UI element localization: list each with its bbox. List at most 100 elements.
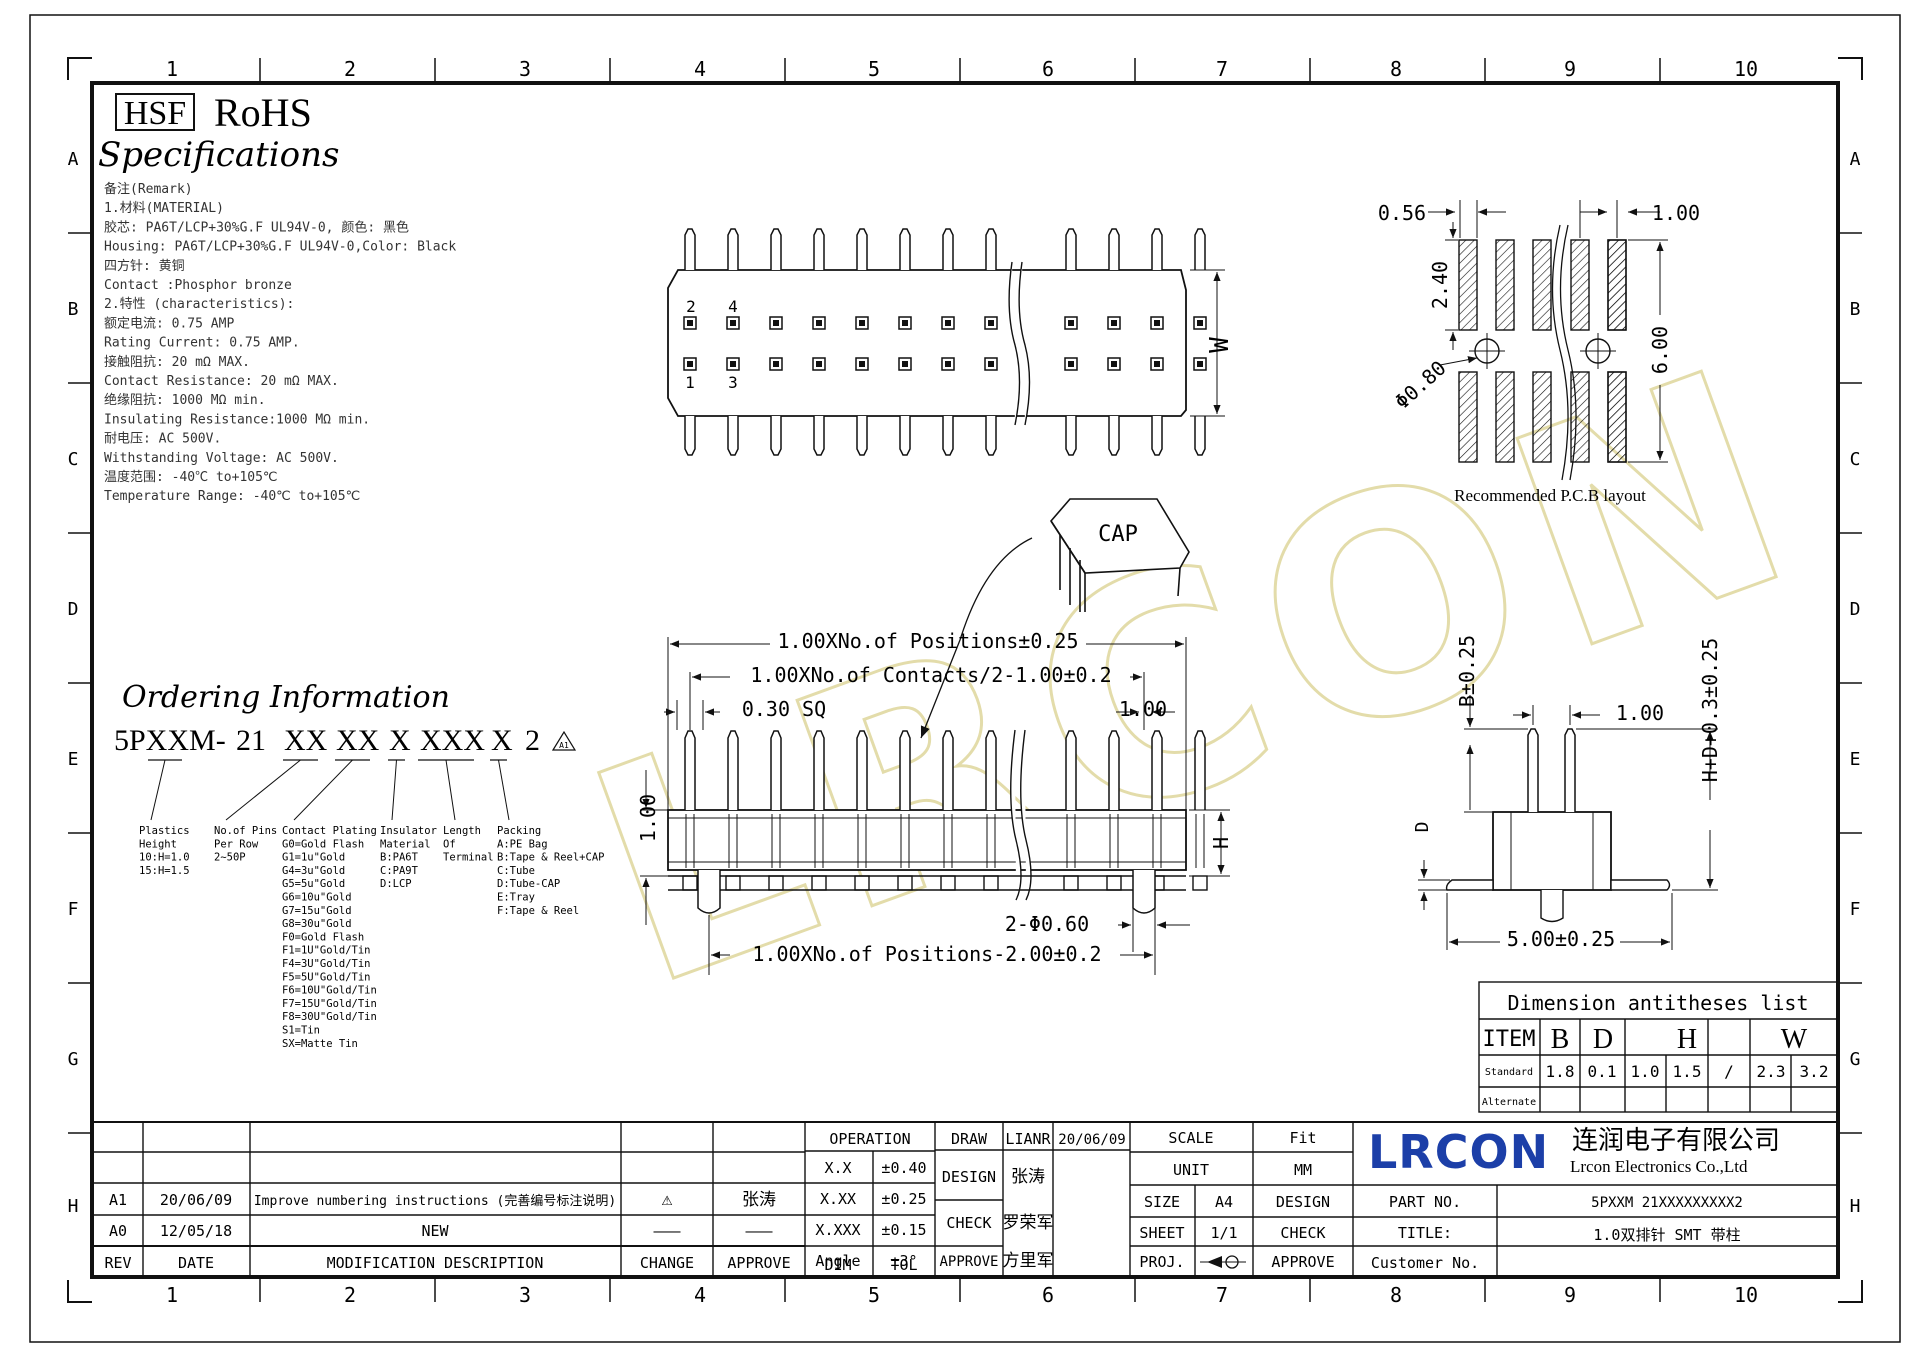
remark-line: Rating Current: 0.75 AMP.: [104, 336, 300, 351]
pcb-dim-100: 1.00: [1652, 201, 1700, 225]
side-dim-b: B±0.25: [1455, 635, 1479, 707]
top-pin-square-core: [1197, 361, 1203, 367]
top-pin-square-core: [859, 320, 865, 326]
tb-title-block-approve-name: 方里军: [1003, 1251, 1054, 1271]
pcb-pad-top: [1495, 239, 1515, 331]
ordering-desc-line: G0=Gold Flash: [282, 838, 364, 850]
tb-title-block-check2: CHECK: [1280, 1224, 1325, 1242]
tb-title-block-revisions-1-rev: A0: [109, 1222, 127, 1240]
dim-front-pitch: 1.00: [1119, 697, 1167, 721]
inner-border: [90, 81, 1840, 1279]
ordering-desc-line: Material: [380, 838, 431, 850]
tb-title-block-revisions-1-approve: ———: [745, 1222, 773, 1240]
ordering-desc-line: Height: [139, 838, 177, 850]
top-pin-4: 4: [728, 297, 738, 316]
top-pin-square-core: [859, 361, 865, 367]
remark-line: 1.材料(MATERIAL): [104, 201, 224, 216]
remarks-block: 备注(Remark)1.材料(MATERIAL)胶芯: PA6T/LCP+30%…: [104, 181, 456, 504]
dim-table-std-value: 0.1: [1588, 1062, 1617, 1081]
tb-title-block-design: DESIGN: [942, 1168, 996, 1186]
dim-table-std-value: 3.2: [1800, 1062, 1829, 1081]
zone-col-top-3: 3: [519, 57, 531, 81]
top-pin-upper: [727, 228, 739, 270]
tb-title-block-approve2: APPROVE: [1271, 1253, 1334, 1271]
hsf-box: [115, 93, 195, 131]
front-foot: [940, 875, 956, 891]
ordering-desc-line: Of: [443, 838, 456, 850]
top-pin-square-core: [945, 320, 951, 326]
front-view-drawing: [640, 637, 1230, 975]
tb-title-block-tolerances-0-dim: X.X: [824, 1159, 851, 1177]
front-pin: [942, 730, 954, 810]
front-foot: [897, 875, 913, 891]
zone-row-right-D: D: [1850, 599, 1861, 620]
dim-table-standard: Standard: [1485, 1067, 1533, 1078]
ordering-desc-line: C:PA9T: [380, 865, 419, 877]
tb-title-block-scale: SCALE: [1168, 1129, 1213, 1147]
ordering-leader: [225, 759, 301, 821]
ordering-leader: [498, 759, 510, 821]
ordering-desc-line: 15:H=1.5: [139, 865, 190, 877]
remark-line: 接触阻抗: 20 mΩ MAX.: [104, 354, 250, 370]
dimension-table: [1478, 981, 1839, 1113]
zone-row-right-C: C: [1850, 449, 1861, 470]
pcb-dim-056: 0.56: [1378, 201, 1426, 225]
top-pin-upper: [856, 228, 868, 270]
svg-text:A1: A1: [559, 741, 569, 750]
front-foot: [1106, 875, 1122, 891]
front-pin: [770, 730, 782, 810]
top-pin-lower: [899, 416, 911, 456]
ordering-desc-line: G8=30u"Gold: [282, 918, 352, 930]
dim-pegs: 2-Φ0.60: [1005, 912, 1089, 936]
rohs-label: RoHS: [214, 90, 312, 135]
dim-table-b: B: [1551, 1024, 1570, 1055]
top-pin-lower: [1151, 416, 1163, 456]
top-pin-square-core: [773, 361, 779, 367]
dim-table-std-value: 2.3: [1757, 1062, 1786, 1081]
zone-col-top-4: 4: [694, 57, 706, 81]
tb-title-block-sheet: SHEET: [1139, 1224, 1184, 1242]
top-pin-square-core: [1154, 320, 1160, 326]
tb-title-block-revisions-0-desc: Improve numbering instructions (完善编号标注说明…: [254, 1193, 616, 1209]
cap-label: CAP: [1098, 522, 1138, 547]
front-peg: [697, 870, 721, 914]
zone-col-top-1: 1: [166, 57, 178, 81]
top-pin-3: 3: [728, 373, 738, 392]
ordering-desc-line: A:PE Bag: [497, 838, 548, 850]
remark-line: Housing: PA6T/LCP+30%G.F UL94V-0,Color: …: [104, 240, 456, 255]
tb-title-block-proj: PROJ.: [1139, 1253, 1184, 1271]
tb-title-block-unit: UNIT: [1173, 1161, 1209, 1179]
ordering-desc-line: No.of Pins: [214, 825, 277, 837]
tb-title-block-tolerances-2-tol: ±0.15: [881, 1221, 926, 1239]
tb-title-block-check-name: 罗荣军: [1003, 1213, 1054, 1233]
ordering-desc-line: F1=1U"Gold/Tin: [282, 945, 371, 957]
zone-row-right-E: E: [1850, 749, 1861, 770]
pcb-pad-top: [1532, 239, 1552, 331]
ordering-desc-line: F0=Gold Flash: [282, 931, 364, 943]
side-dim-width: 5.00±0.25: [1507, 927, 1615, 951]
top-pin-square-core: [687, 361, 693, 367]
dim-table-std-value: 1.0: [1631, 1062, 1660, 1081]
pcb-hole-leader: [1439, 356, 1478, 366]
front-pin: [985, 730, 997, 810]
outer-border: [29, 14, 1901, 1343]
zone-col-top-5: 5: [868, 57, 880, 81]
remark-line: 胶芯: PA6T/LCP+30%G.F UL94V-0, 颜色: 黑色: [104, 219, 409, 235]
top-body: [667, 269, 1187, 417]
top-pin-upper: [684, 228, 696, 270]
ordering-desc-line: Packing: [497, 825, 541, 837]
front-pin: [1151, 730, 1163, 810]
pcb-pad-top: [1570, 239, 1590, 331]
pcb-dim-600: 6.00: [1648, 326, 1672, 374]
cap-leader: [920, 537, 1033, 739]
front-pin: [813, 730, 825, 810]
tb-title-block-revisions-1-change: ———: [653, 1222, 681, 1240]
tb-title-block-approve: APPROVE: [939, 1254, 998, 1270]
dim-w: W: [1205, 337, 1235, 353]
dim-front-height: 1.00: [636, 794, 660, 842]
remark-line: 绝缘阻抗: 1000 MΩ min.: [104, 392, 266, 408]
pcb-pad-bottom: [1458, 371, 1478, 463]
remark-line: 四方针: 黄铜: [104, 258, 185, 274]
front-foot: [983, 875, 999, 891]
